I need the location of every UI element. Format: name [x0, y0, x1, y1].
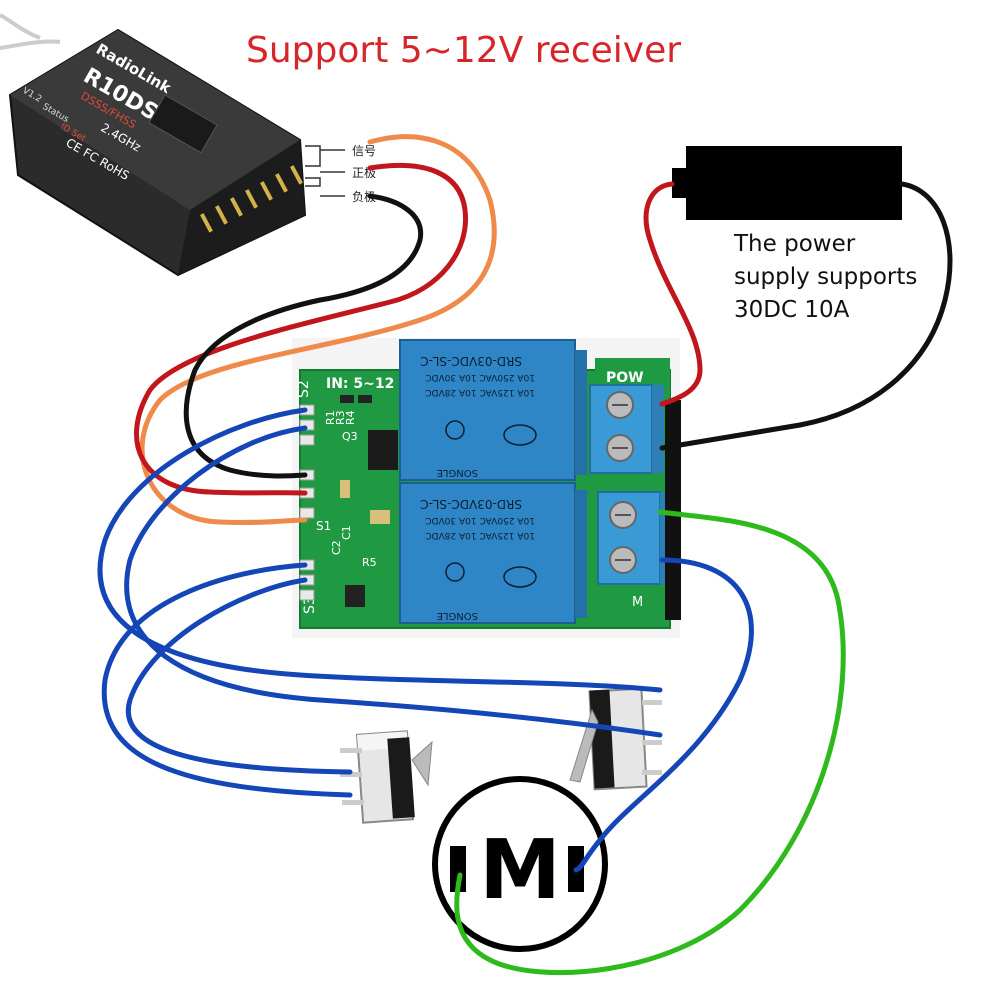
page-title: Support 5~12V receiver: [246, 30, 682, 71]
ic-chip: [368, 430, 398, 470]
board-components: R1 R3 R4 Q3 C1 C2 R5: [324, 395, 398, 607]
board-edge-shadow: [665, 400, 681, 620]
in-label: IN: 5~12: [326, 376, 394, 392]
wire-label-signal: 信号: [352, 144, 376, 158]
relay-1: SRD-03VDC-SL-C 10A 250VAC 10A 30VDC 10A …: [399, 339, 587, 481]
relay-1-model: SRD-03VDC-SL-C: [420, 354, 522, 368]
receiver-wire-labels: 信号 正极 负极: [305, 144, 376, 204]
pow-label: POW: [606, 370, 644, 386]
motor-brush: [450, 846, 466, 892]
relay-1-rating: 10A 250VAC 10A 30VDC: [425, 372, 535, 382]
wire-label-negative: 负极: [352, 190, 376, 204]
relay-2-brand: SONGLE: [437, 610, 478, 621]
switch-actuator: [589, 689, 615, 789]
receiver: RadioLink R10DS DSSS/FHSS V1.2 Status 2.…: [0, 13, 307, 277]
switch-lever: [569, 708, 599, 783]
power-note-line: 30DC 10A: [734, 297, 850, 323]
relay-1-cqc-icon: [503, 424, 537, 446]
receiver-led-panel: [148, 94, 218, 154]
switch-actuator: [387, 737, 415, 819]
comp-label: R3: [334, 410, 347, 425]
relay-2: SRD-03VDC-SL-C 10A 250VAC 10A 30VDC 10A …: [399, 482, 587, 624]
receiver-antenna: [0, 39, 61, 50]
comp-label: Q3: [342, 430, 358, 443]
wire-battery-negative: [659, 181, 953, 451]
relay-1-brand: SONGLE: [437, 467, 478, 478]
relay-1-rating: 10A 125VAC 10A 28VDC: [425, 387, 535, 397]
wire-signal: [139, 134, 497, 526]
wires: [97, 134, 953, 976]
receiver-front: [178, 140, 305, 275]
switch-lever: [411, 740, 433, 787]
terminal-motor[interactable]: [597, 491, 670, 585]
relay-2-rating: 10A 125VAC 10A 28VDC: [425, 530, 535, 540]
comp-label: R1: [324, 410, 337, 425]
receiver-antenna: [0, 13, 41, 40]
comp-label: R4: [344, 410, 357, 425]
pin-label-s1: S1: [316, 519, 331, 533]
comp-label: C2: [330, 540, 343, 555]
relay-2-ul-icon: [445, 562, 465, 582]
motor-label: M: [479, 823, 561, 918]
power-supply-note: The power supply supports 30DC 10A: [734, 228, 974, 327]
motor: M: [432, 776, 608, 952]
motor-circle: [432, 776, 608, 952]
comp-label: R5: [362, 556, 377, 569]
label-bracket: [305, 145, 321, 187]
relay-1-ul-icon: [445, 420, 465, 440]
m-label: M: [632, 595, 643, 610]
regulator: [345, 585, 365, 607]
wire-negative: [183, 193, 424, 479]
wire-positive: [134, 163, 469, 496]
pin-label-s3: S3: [302, 596, 318, 614]
wire-switch: [124, 425, 663, 738]
relay-2-cqc-icon: [503, 566, 537, 588]
power-supply: [672, 146, 902, 220]
relay-2-rating: 10A 250VAC 10A 30VDC: [425, 515, 535, 525]
relay-board: POW M IN: 5~12 S2 S1 S3 R1 R3 R4 Q3 C1 C…: [292, 338, 681, 638]
pin-label-s2: S2: [296, 380, 312, 398]
wire-switch: [125, 577, 353, 775]
relay-2-model: SRD-03VDC-SL-C: [420, 497, 522, 511]
wire-motor-blue: [573, 557, 754, 873]
limit-switch-right[interactable]: [569, 687, 662, 791]
wire-battery-positive: [643, 181, 703, 407]
receiver-pin-header: [200, 165, 303, 233]
power-note-line: The power: [734, 231, 856, 257]
limit-switch-left[interactable]: [340, 730, 433, 824]
wire-motor-green: [454, 509, 846, 976]
wire-switch: [101, 562, 353, 798]
comp-label: C1: [340, 525, 353, 540]
terminal-pow[interactable]: [589, 384, 664, 474]
battery-body: [686, 146, 902, 220]
battery-terminal: [672, 168, 688, 198]
power-note-line: supply supports: [734, 264, 918, 290]
